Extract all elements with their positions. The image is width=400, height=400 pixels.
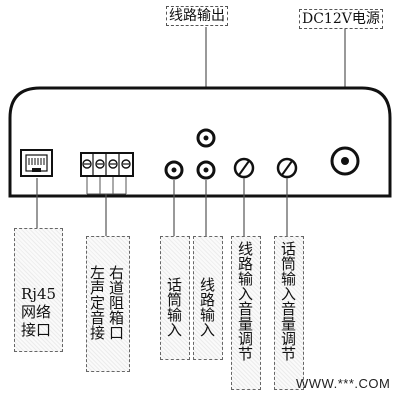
mic-volume-knob-icon [276,157,298,179]
line-output-jack-icon [196,128,216,148]
speaker-label-box: 左声定音接 右道阻箱口 [86,236,130,372]
rj45-port-icon [20,149,53,177]
rj45-label-line3: 接口 [21,321,52,339]
line-input-label-box: 线路输入 [193,236,223,360]
speaker-label-col1: 左声定音接 [88,265,106,340]
dc-power-jack-icon [330,146,360,176]
dc-power-label: DC12V电源 [299,9,383,29]
speaker-label-col2: 右道阻箱口 [107,265,125,340]
speaker-terminal-icon [80,152,134,177]
line-vol-label: 线路输入音量调节 [236,241,254,361]
line-input-jack-icon [196,160,216,180]
mic-vol-label-box: 话筒输入音量调节 [274,236,304,390]
rj45-label-box: Rj45 网络 接口 [14,228,63,352]
line-volume-knob-icon [233,157,255,179]
mic-vol-label: 话筒输入音量调节 [279,241,297,361]
mic-input-jack-icon [164,160,184,180]
mic-input-label-box: 话筒输入 [160,236,190,360]
rj45-label-line2: 网络 [21,303,52,321]
line-input-label: 线路输入 [198,277,216,337]
mic-input-label: 话筒输入 [165,277,183,337]
line-out-label: 线路输出 [166,6,228,26]
rj45-label-line1: Rj45 [21,285,57,303]
watermark: WWW.***.COM [296,376,391,391]
line-vol-label-box: 线路输入音量调节 [231,236,261,390]
